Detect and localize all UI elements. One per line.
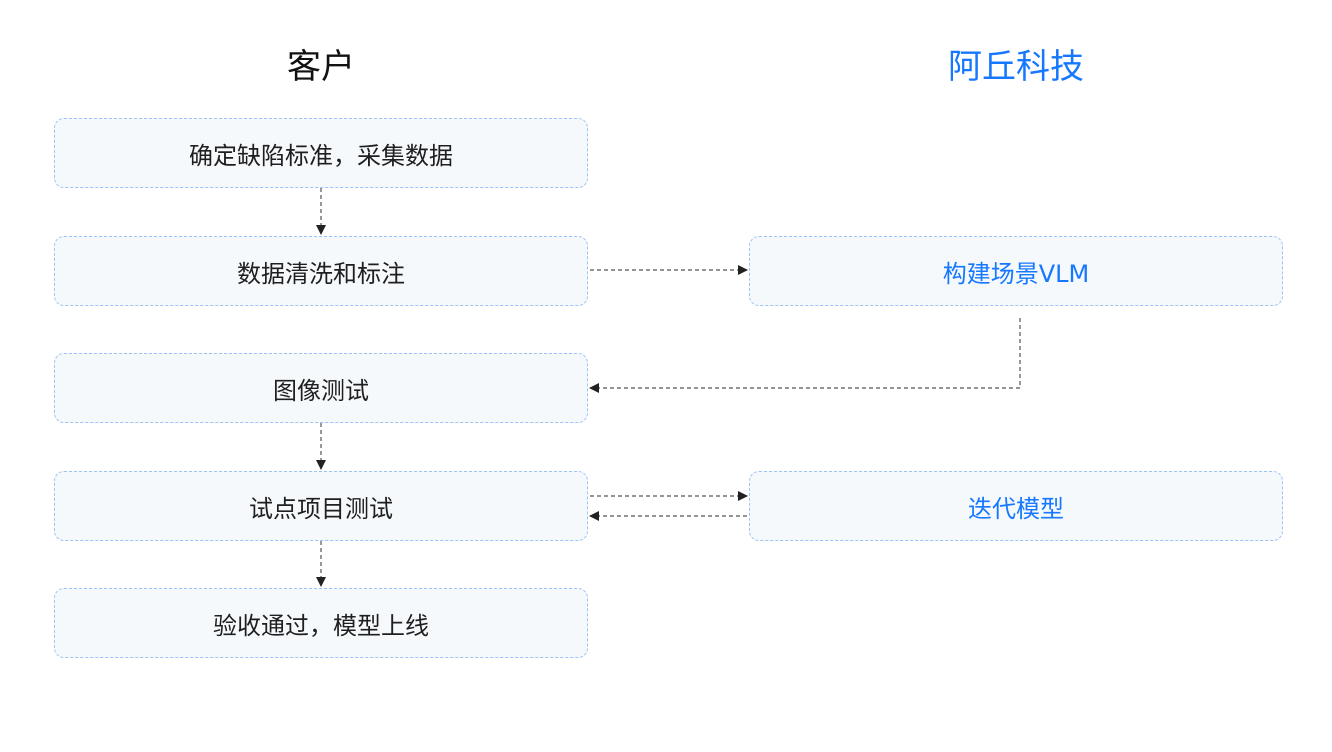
step-build-scene-vlm: 构建场景VLM xyxy=(749,236,1283,306)
step-data-cleaning-labeling: 数据清洗和标注 xyxy=(54,236,588,306)
step-acceptance-launch: 验收通过，模型上线 xyxy=(54,588,588,658)
customer-column-title: 客户 xyxy=(287,47,355,87)
step-iterate-model: 迭代模型 xyxy=(749,471,1283,541)
vendor-column-title: 阿丘科技 xyxy=(948,47,1084,87)
arrow-vlm-to-image-test xyxy=(589,318,1021,393)
step-pilot-project-testing: 试点项目测试 xyxy=(54,471,588,541)
step-image-testing: 图像测试 xyxy=(54,353,588,423)
step-define-defect-standard: 确定缺陷标准，采集数据 xyxy=(54,118,588,188)
